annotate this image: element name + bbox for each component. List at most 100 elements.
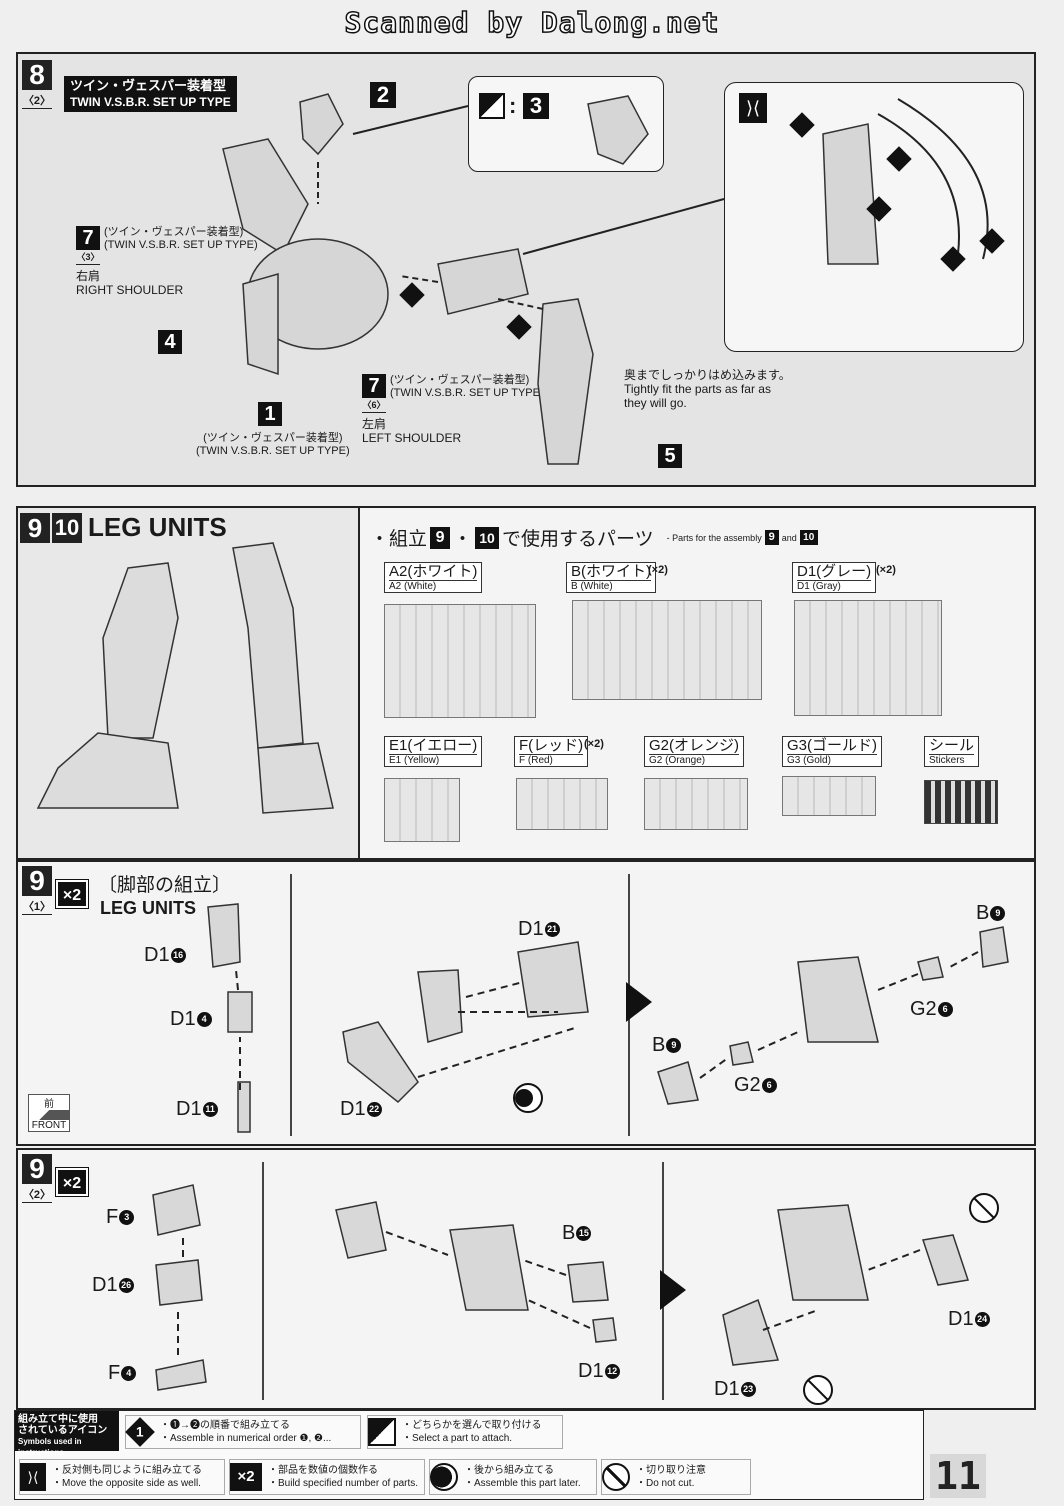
badge-1: 1: [258, 402, 282, 426]
step-number: 9: [22, 1154, 52, 1184]
runner-f: [516, 778, 608, 830]
leg-preview: 9 10 LEG UNITS: [18, 508, 360, 858]
badge-7b: 7: [362, 374, 386, 398]
runner-d1-qty: (×2): [876, 564, 896, 576]
assembly-10-small: 10: [799, 530, 818, 545]
step-number: 9: [22, 866, 52, 896]
note-en-2: they will go.: [624, 396, 687, 410]
mirror-icon: ⟩⟨: [739, 93, 767, 123]
divider-1: [262, 1162, 264, 1400]
dash-arrow-e: [527, 1299, 591, 1329]
rotate-arc-2: [897, 98, 989, 260]
dash-arrow-d: [522, 1259, 567, 1276]
leader-line-inset: [522, 198, 725, 255]
assembled-knee: [797, 956, 879, 1043]
part-g2-6-left: [729, 1041, 754, 1066]
seq-marker-1: [399, 282, 425, 308]
leg-right-shape: [232, 542, 304, 749]
step-sub: 〈2〉: [22, 1186, 52, 1203]
step-9-1-illustration: [207, 903, 1009, 1133]
right-en: (TWIN V.S.B.R. SET UP TYPE): [104, 239, 258, 251]
leg-title: LEG UNITS: [88, 512, 227, 542]
part-d1-21: [517, 941, 589, 1018]
part-1-caption: (ツイン・ヴェスパー装着型) (TWIN V.S.B.R. SET UP TYP…: [196, 432, 350, 458]
step-number: 8: [22, 60, 52, 90]
right-jp: (ツイン・ヴェスパー装着型): [104, 226, 244, 238]
dash-arrow-b: [235, 969, 239, 991]
assembled-leg-mid: [449, 1224, 529, 1311]
leg-units-panel: 9 10 LEG UNITS ・組立 9 ・ 10 で使用するパーツ - Par…: [16, 506, 1036, 860]
runner-g3-label: G3(ゴールド)G3 (Gold): [782, 736, 883, 767]
foot-right-shape: [257, 742, 334, 814]
seq-marker-3a: [789, 112, 815, 138]
seq-marker-1b: [940, 246, 966, 272]
colon: :: [509, 93, 517, 118]
seq-marker-4: [979, 228, 1005, 254]
scan-watermark: Scanned by Dalong.net: [344, 5, 720, 40]
badge-5: 5: [658, 444, 682, 468]
seq-marker-3b: [886, 146, 912, 172]
runner-g2: [644, 778, 748, 830]
legend-item-later: ・後から組み立てる・Assemble this part later.: [429, 1459, 597, 1495]
heading-and: and: [781, 532, 797, 543]
leg-illustration: [36, 542, 334, 814]
title-jp: ツイン・ヴェスパー装着型: [70, 78, 227, 93]
right-arm-shape: [242, 273, 279, 376]
shin-cover: [335, 1201, 387, 1259]
step-number-9: 9: [20, 512, 50, 543]
heading-en: - Parts for the assembly: [666, 532, 762, 543]
runner-b-qty: (×2): [648, 564, 668, 576]
next-arrow: [626, 982, 652, 1022]
foot-left-shape: [36, 732, 179, 809]
runner-f-label: F(レッド)F (Red): [514, 736, 589, 767]
step-number-10: 10: [52, 512, 82, 543]
shoulder-armor-back: [222, 138, 309, 256]
page-number: 11: [930, 1454, 986, 1498]
runner-f-qty: (×2): [584, 738, 604, 750]
dash-arrow-f: [947, 951, 979, 969]
step-8-illustration: [222, 93, 1005, 465]
runner-g3: [782, 776, 876, 816]
head-shape: [299, 93, 344, 156]
part-d1-22: [342, 1021, 419, 1104]
sequence-markers: [399, 112, 1005, 340]
multiply-icon: ×2: [55, 1167, 89, 1197]
parts-heading: ・組立 9 ・ 10 で使用するパーツ - Parts for the asse…: [370, 524, 818, 551]
step-title: ツイン・ヴェスパー装着型 TWIN V.S.B.R. SET UP TYPE: [64, 76, 237, 112]
heading-mid: ・: [453, 529, 473, 550]
legend-item-mirror: ⟩⟨ ・反対側も同じように組み立てる・Move the opposite sid…: [19, 1459, 225, 1495]
part-d1-11: [237, 1081, 251, 1133]
seq-marker-2b: [866, 196, 892, 222]
runner-d1: [794, 600, 942, 716]
legend-item-multiply: ×2 ・部品を数値の個数作る・Build specified number of…: [229, 1459, 425, 1495]
sticker-sheet: [924, 780, 998, 824]
part-d1-16: [207, 903, 241, 968]
part-g2-6-right: [917, 956, 944, 981]
do-not-cut-icon: [602, 1463, 630, 1491]
assemble-later-icon: [430, 1463, 458, 1491]
dash-arrow-1: [399, 275, 439, 283]
left-label-jp: 左肩: [362, 417, 387, 431]
assemble-later-dot: [515, 1089, 533, 1107]
runner-d1-label: D1(グレー)D1 (Gray): [792, 562, 877, 593]
fit-note: 奥までしっかりはめ込みます。 Tightly fit the parts as …: [624, 368, 791, 410]
shoulder-armor-shape: [437, 248, 529, 315]
runner-a2: [384, 604, 536, 718]
title-en: LEG UNITS: [100, 898, 197, 918]
runner-e1-label: E1(イエロー)E1 (Yellow): [384, 736, 483, 767]
select-part-icon: [479, 93, 505, 119]
assembly-9-small: 9: [764, 530, 779, 545]
legend-item-nocut: ・切り取り注意・Do not cut.: [601, 1459, 751, 1495]
part-b9-left: [657, 1061, 699, 1105]
assembly-9-badge: 9: [430, 526, 451, 549]
left-en: (TWIN V.S.B.R. SET UP TYPE): [390, 387, 544, 399]
